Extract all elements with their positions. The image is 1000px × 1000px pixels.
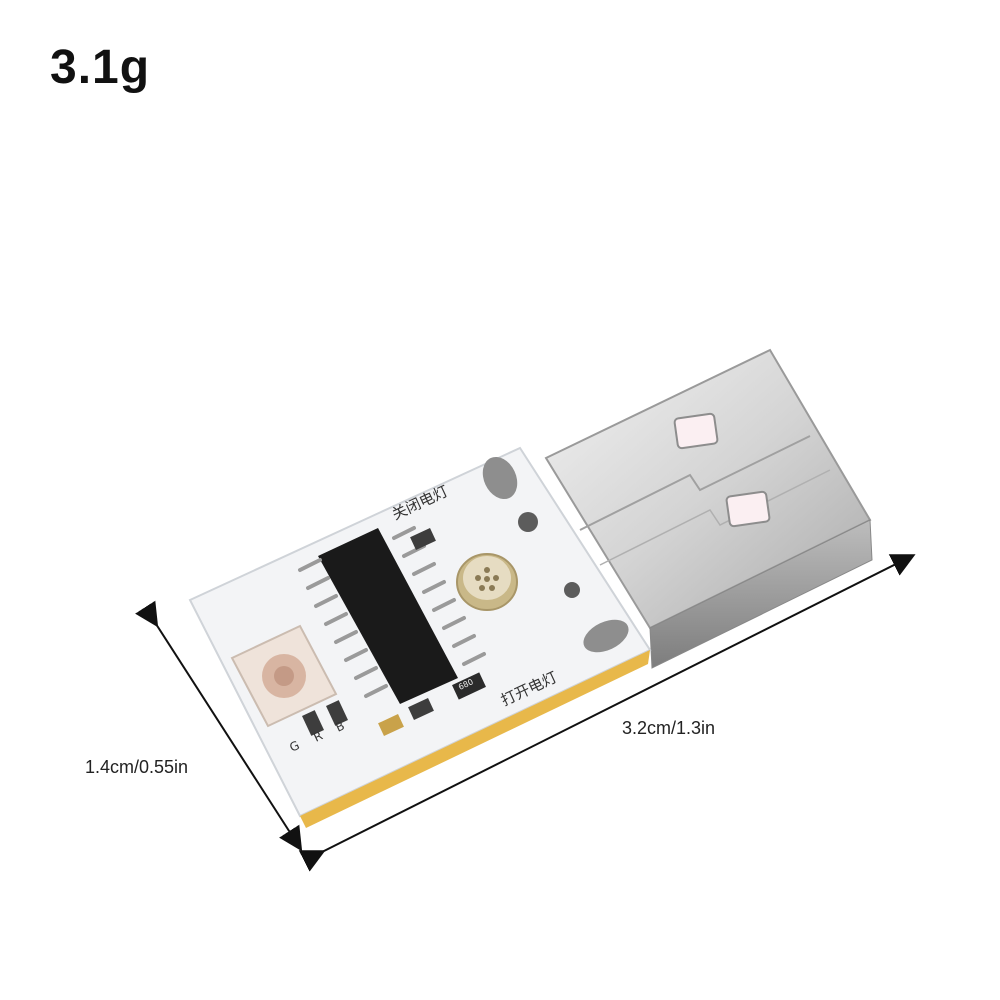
width-dimension-label: 3.2cm/1.3in bbox=[622, 718, 716, 738]
height-dimension-label: 1.4cm/0.55in bbox=[85, 757, 189, 777]
width-dimension-line bbox=[298, 554, 916, 872]
product-weight: 3.1g bbox=[50, 41, 151, 94]
height-dimension-line bbox=[135, 600, 303, 852]
microphone bbox=[456, 553, 518, 611]
